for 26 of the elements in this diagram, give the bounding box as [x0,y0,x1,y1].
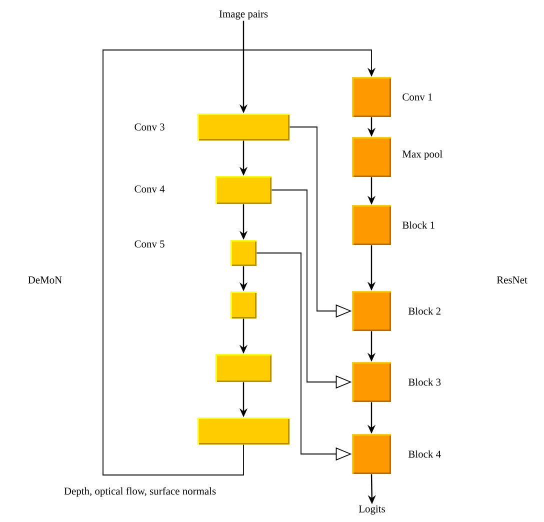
layer-box [230,291,257,319]
layer-box [215,176,272,204]
text-label: Conv 5 [134,240,164,248]
layer-box [215,354,272,382]
block-box [352,362,391,402]
layer-box [197,113,290,141]
block-box [352,434,391,474]
text-label: Image pairs [219,10,268,20]
text-label: DeMoN [28,276,62,284]
block-box [352,205,391,245]
block-box [352,137,391,177]
text-label: Conv 4 [134,185,165,193]
layer-label: Block 1 [402,221,434,229]
layer-label: Conv 1 [402,93,432,101]
text-label: Depth, optical flow, surface normals [64,487,216,497]
layer-box [230,240,257,266]
layer-label: Max pool [402,150,442,160]
block-box [352,77,391,117]
layer-label: Block 2 [408,307,440,315]
layer-label: Block 3 [408,378,441,386]
block-box [352,291,391,331]
layer-label: Block 4 [408,450,441,458]
text-label: Logits [358,505,385,515]
text-label: ResNet [496,276,528,284]
text-label: Conv 3 [134,123,164,131]
layer-box [197,417,290,445]
